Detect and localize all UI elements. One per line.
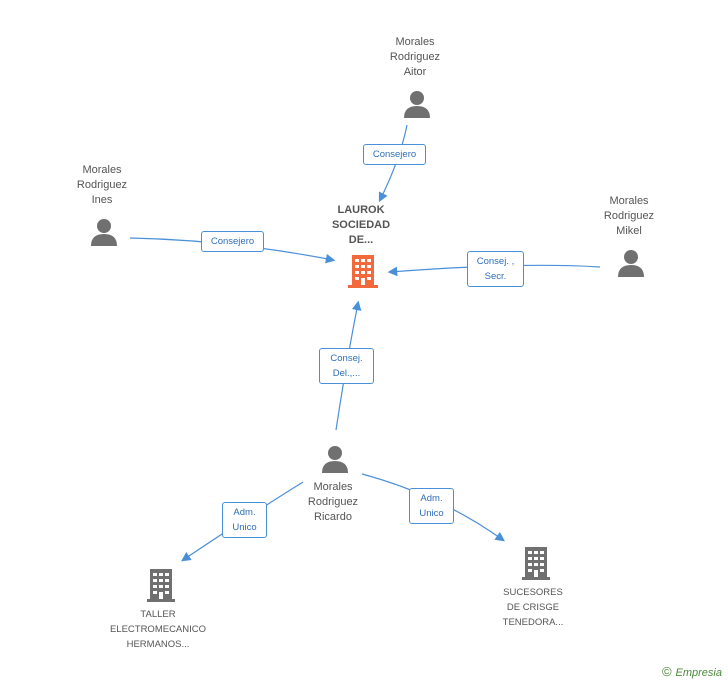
person-icon[interactable] xyxy=(616,249,646,277)
building-icon[interactable] xyxy=(521,546,551,580)
node-label-laurok[interactable]: LAUROK SOCIEDAD DE... xyxy=(331,204,391,246)
edge-label-mikel-laurok[interactable]: Consej. , Secr. xyxy=(467,251,524,287)
footer-brand[interactable]: ©Empresia xyxy=(662,664,722,679)
node-label-taller[interactable]: TALLER ELECTROMECANICO HERMANOS... xyxy=(109,609,207,650)
node-label-aitor[interactable]: Morales Rodriguez Aitor xyxy=(389,36,441,78)
node-label-mikel[interactable]: Morales Rodriguez Mikel xyxy=(603,195,655,237)
person-icon[interactable] xyxy=(320,445,350,473)
edge-label-ricardo-laurok[interactable]: Consej. Del.,... xyxy=(319,348,374,384)
building-icon[interactable] xyxy=(146,568,176,602)
node-label-sucesores[interactable]: SUCESORES DE CRISGE TENEDORA... xyxy=(502,587,564,628)
edge-label-aitor-laurok[interactable]: Consejero xyxy=(363,144,426,165)
edge-label-ricardo-sucesores[interactable]: Adm. Unico xyxy=(409,488,454,524)
edge-label-ricardo-taller[interactable]: Adm. Unico xyxy=(222,502,267,538)
copyright-icon: © xyxy=(661,664,672,679)
brand-logo: Empresia xyxy=(675,667,722,679)
person-icon[interactable] xyxy=(402,90,432,118)
edge-label-ines-laurok[interactable]: Consejero xyxy=(201,231,264,252)
building-icon[interactable] xyxy=(347,254,379,288)
node-label-ines[interactable]: Morales Rodriguez Ines xyxy=(76,164,128,206)
node-label-ricardo[interactable]: Morales Rodriguez Ricardo xyxy=(307,481,359,523)
person-icon[interactable] xyxy=(89,218,119,246)
